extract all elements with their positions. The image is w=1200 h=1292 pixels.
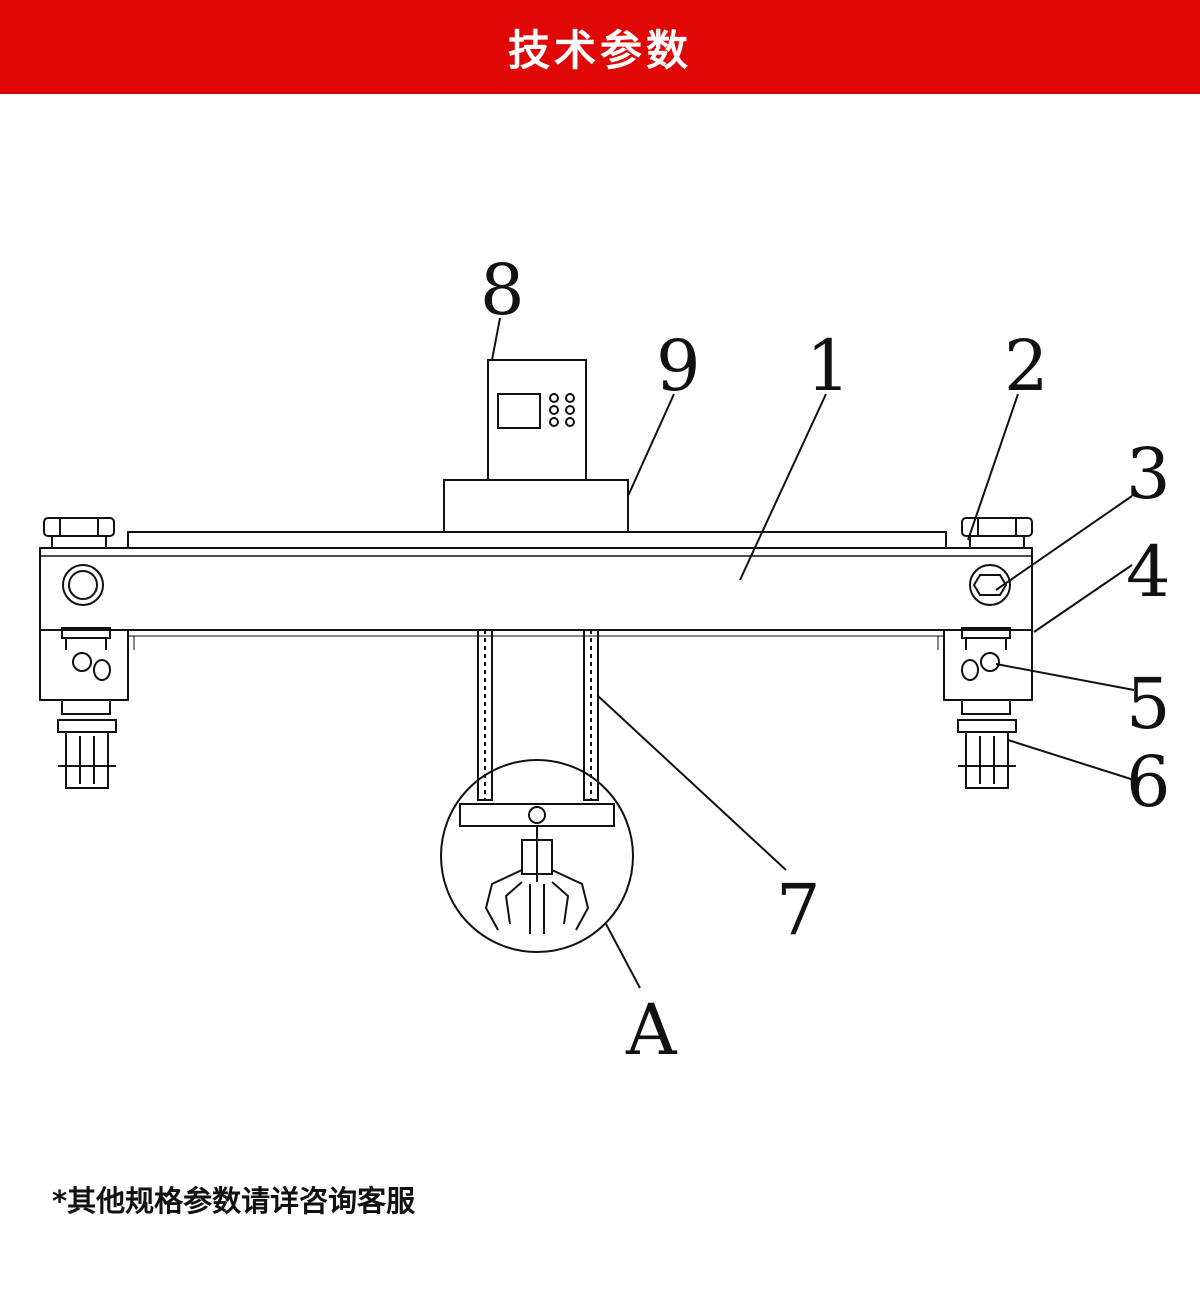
- right-leg: [943, 630, 1033, 701]
- callout-1: 1: [806, 325, 851, 407]
- chain-right: [583, 629, 599, 801]
- top-wheel-right: [961, 517, 1033, 549]
- callout-5: 5: [1126, 663, 1171, 745]
- control-base: [443, 479, 629, 533]
- detail-circle: [440, 759, 634, 953]
- bracket-right: [961, 627, 1011, 681]
- control-screen: [497, 393, 541, 429]
- control-box: [487, 359, 587, 481]
- footnote: *其他规格参数请详咨询客服: [52, 1184, 416, 1218]
- top-wheel-left: [43, 517, 115, 549]
- title-banner: 技术参数: [0, 0, 1200, 94]
- crane-diagram: 8 9 1 2 3 4 5 6 7 A: [39, 249, 1171, 1071]
- bearing-right: [969, 564, 1011, 606]
- gripper-claws: [484, 869, 590, 934]
- chain-left: [477, 629, 493, 801]
- callout-2: 2: [1004, 325, 1049, 407]
- callout-7: 7: [776, 869, 821, 951]
- bracket-left: [61, 627, 111, 681]
- callout-6: 6: [1126, 741, 1171, 823]
- callout-3: 3: [1126, 433, 1171, 515]
- callout-A: A: [625, 989, 678, 1071]
- callout-9: 9: [656, 325, 701, 407]
- callout-8: 8: [480, 249, 525, 331]
- bottom-wheel-right: [957, 699, 1017, 789]
- bottom-wheel-left: [57, 699, 117, 789]
- top-rail: [127, 531, 947, 549]
- bearing-left: [62, 564, 104, 606]
- callout-4: 4: [1126, 531, 1171, 613]
- page-title: 技术参数: [507, 25, 692, 75]
- left-leg: [39, 630, 129, 701]
- main-beam: [39, 547, 1033, 631]
